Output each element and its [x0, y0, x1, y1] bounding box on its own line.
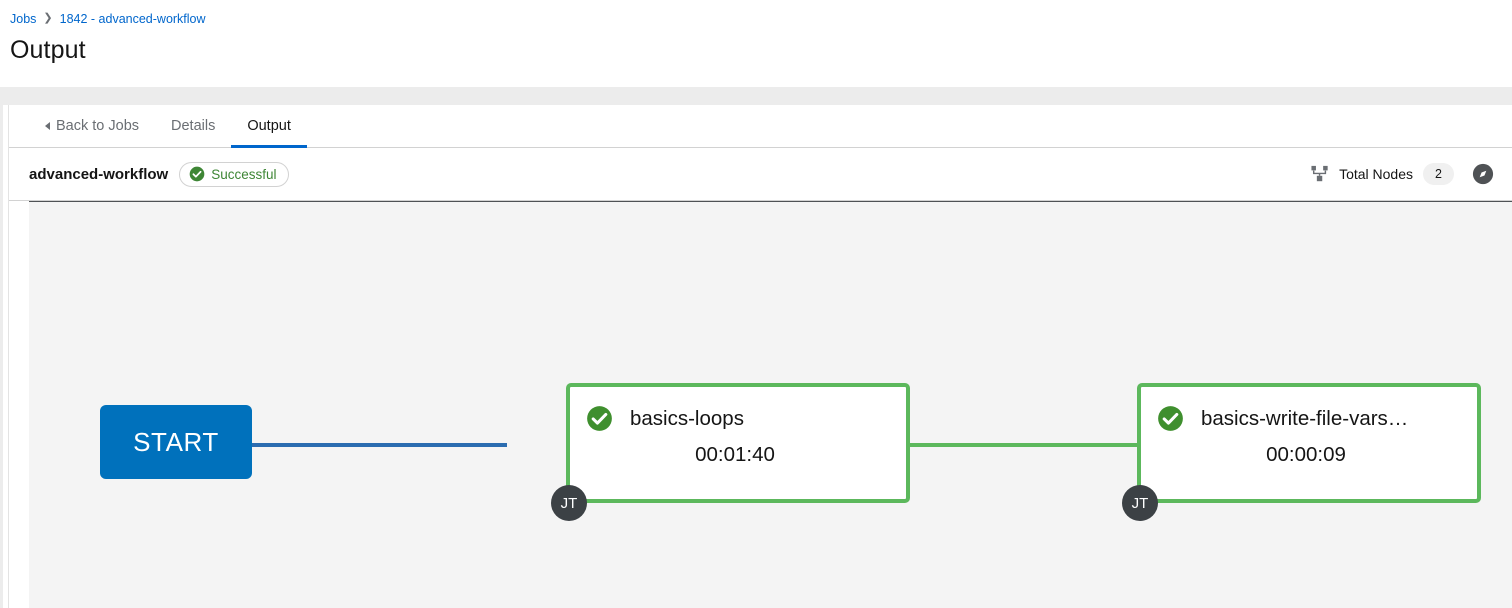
status-badge-label: Successful — [211, 166, 277, 182]
total-nodes-group: Total Nodes 2 — [1311, 163, 1494, 185]
workflow-node-1-type-badge-label: JT — [560, 494, 578, 512]
topology-icon — [1311, 165, 1328, 182]
link-start-to-node-1 — [183, 443, 507, 447]
breadcrumb-item-jobs[interactable]: Jobs — [10, 12, 37, 26]
page-header: Jobs ❯ 1842 - advanced-workflow Output — [0, 0, 1512, 65]
tab-output[interactable]: Output — [231, 106, 307, 148]
tab-details-label: Details — [171, 117, 216, 134]
workflow-status-row: advanced-workflow Successful Total Nodes… — [9, 148, 1512, 201]
workflow-node-2-type-badge[interactable]: JT — [1122, 485, 1158, 521]
breadcrumb: Jobs ❯ 1842 - advanced-workflow — [10, 10, 1512, 28]
workflow-node-1[interactable]: basics-loops 00:01:40 JT — [551, 383, 910, 521]
left-rail-line — [0, 105, 3, 608]
tab-back-to-jobs-label: Back to Jobs — [56, 117, 140, 134]
workflow-node-1-type-badge[interactable]: JT — [551, 485, 587, 521]
tab-bar: Back to Jobs Details Output — [9, 105, 1512, 148]
workflow-node-2-title: basics-write-file-vars… — [1201, 406, 1409, 430]
workflow-node-1-title: basics-loops — [630, 406, 744, 430]
workflow-node-2-elapsed: 00:00:09 — [1266, 443, 1346, 466]
workflow-canvas[interactable]: START basics-loops 00:01:40 JT — [29, 201, 1512, 608]
check-circle-icon — [1158, 406, 1183, 431]
chevron-right-icon: ❯ — [43, 11, 53, 24]
workflow-node-2-header: basics-write-file-vars… — [1141, 387, 1477, 432]
workflow-node-2[interactable]: basics-write-file-vars… 00:00:09 JT — [1122, 383, 1481, 521]
breadcrumb-item-job[interactable]: 1842 - advanced-workflow — [59, 12, 206, 26]
page-title: Output — [10, 36, 86, 64]
tab-details[interactable]: Details — [155, 106, 231, 148]
compass-icon[interactable] — [1472, 163, 1494, 185]
tab-back-to-jobs[interactable]: Back to Jobs — [29, 106, 155, 148]
check-circle-icon — [587, 406, 612, 431]
total-nodes-label: Total Nodes — [1339, 166, 1413, 182]
start-node[interactable]: START — [100, 405, 252, 479]
output-card: Back to Jobs Details Output advanced-wor… — [8, 105, 1512, 608]
total-nodes-count: 2 — [1423, 163, 1454, 185]
caret-left-icon — [45, 121, 50, 130]
workflow-node-2-type-badge-label: JT — [1131, 494, 1149, 512]
link-node-1-to-node-2 — [890, 443, 1143, 447]
workflow-node-1-elapsed: 00:01:40 — [695, 443, 775, 466]
start-node-label: START — [133, 426, 219, 457]
header-divider-band — [0, 87, 1512, 105]
check-circle-icon — [189, 166, 205, 182]
tab-output-label: Output — [247, 117, 291, 134]
status-badge[interactable]: Successful — [179, 161, 290, 187]
workflow-name: advanced-workflow — [29, 165, 169, 183]
workflow-node-1-header: basics-loops — [570, 387, 906, 432]
left-rail — [0, 105, 8, 608]
